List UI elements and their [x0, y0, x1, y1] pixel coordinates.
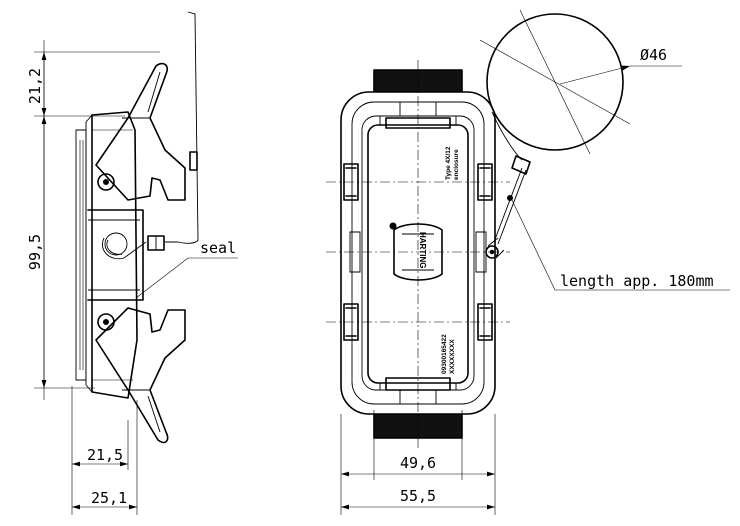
dim-width-inner: 49,6 [400, 454, 436, 472]
dim-depth-outer: 25,1 [91, 489, 127, 507]
front-view: HARTING Type 4X/12 enclosure 09300165422… [326, 9, 631, 448]
brand-mark: HARTING [418, 232, 427, 268]
serial-mark: XXXXXXXX [449, 339, 456, 374]
dim-width-outer: 55,5 [400, 487, 436, 505]
enclosure-mark: enclosure [453, 149, 460, 180]
dim-body-height: 99,5 [26, 234, 44, 270]
cord-length-label: length app. 180mm [560, 272, 714, 290]
side-view-dimensions: 21,2 99,5 21,5 25,1 seal [26, 40, 238, 515]
seal-label: seal [200, 239, 236, 257]
dim-loop-diameter: Ø46 [640, 46, 667, 64]
dim-depth-inner: 21,5 [87, 446, 123, 464]
front-view-dimensions: Ø46 49,6 55,5 length app. 180mm [340, 46, 730, 515]
part-number-mark: 09300165422 [441, 334, 448, 374]
type-rating-mark: Type 4X/12 [445, 146, 452, 180]
dim-top-height: 21,2 [26, 68, 44, 104]
side-view [75, 11, 199, 444]
